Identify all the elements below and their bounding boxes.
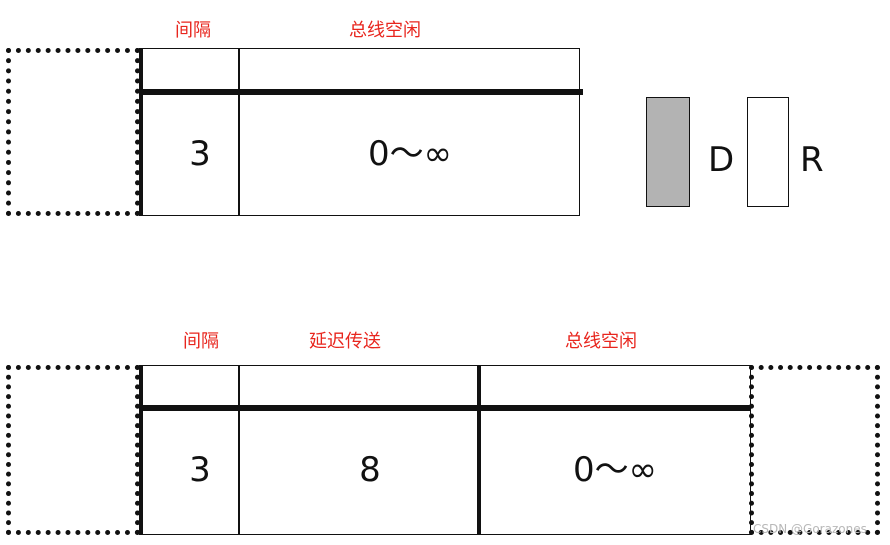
dominant-legend-swatch <box>646 97 690 207</box>
top-gap-divider <box>238 48 240 216</box>
bottom-bus-idle-value: 0～∞ <box>573 450 657 490</box>
bottom-gap-value: 3 <box>189 450 211 490</box>
recessive-legend-swatch <box>747 97 789 207</box>
recessive-legend-label: R <box>800 140 824 180</box>
bottom-next-frame-box <box>749 365 880 535</box>
top-timeline-frame <box>139 48 580 216</box>
top-gap-label: 间隔 <box>175 20 211 41</box>
bottom-gap-divider <box>238 365 240 535</box>
top-bus-level-line <box>139 89 583 95</box>
top-bus-idle-value: 0～∞ <box>368 134 452 174</box>
bottom-delayed-transmit-label: 延迟传送 <box>309 331 381 352</box>
top-gap-value: 3 <box>189 134 211 174</box>
watermark-text: CSDN @Gorazones <box>753 522 867 536</box>
bottom-delay-value: 8 <box>359 450 381 490</box>
bottom-bus-idle-label: 总线空闲 <box>565 331 637 352</box>
bottom-bus-level-line <box>139 405 751 411</box>
dominant-legend-label: D <box>708 140 735 180</box>
bottom-previous-frame-box <box>6 365 140 535</box>
top-previous-frame-box <box>6 48 140 216</box>
top-bus-idle-label: 总线空闲 <box>349 20 421 41</box>
bottom-gap-label: 间隔 <box>183 331 219 352</box>
bottom-delay-divider <box>477 365 481 535</box>
